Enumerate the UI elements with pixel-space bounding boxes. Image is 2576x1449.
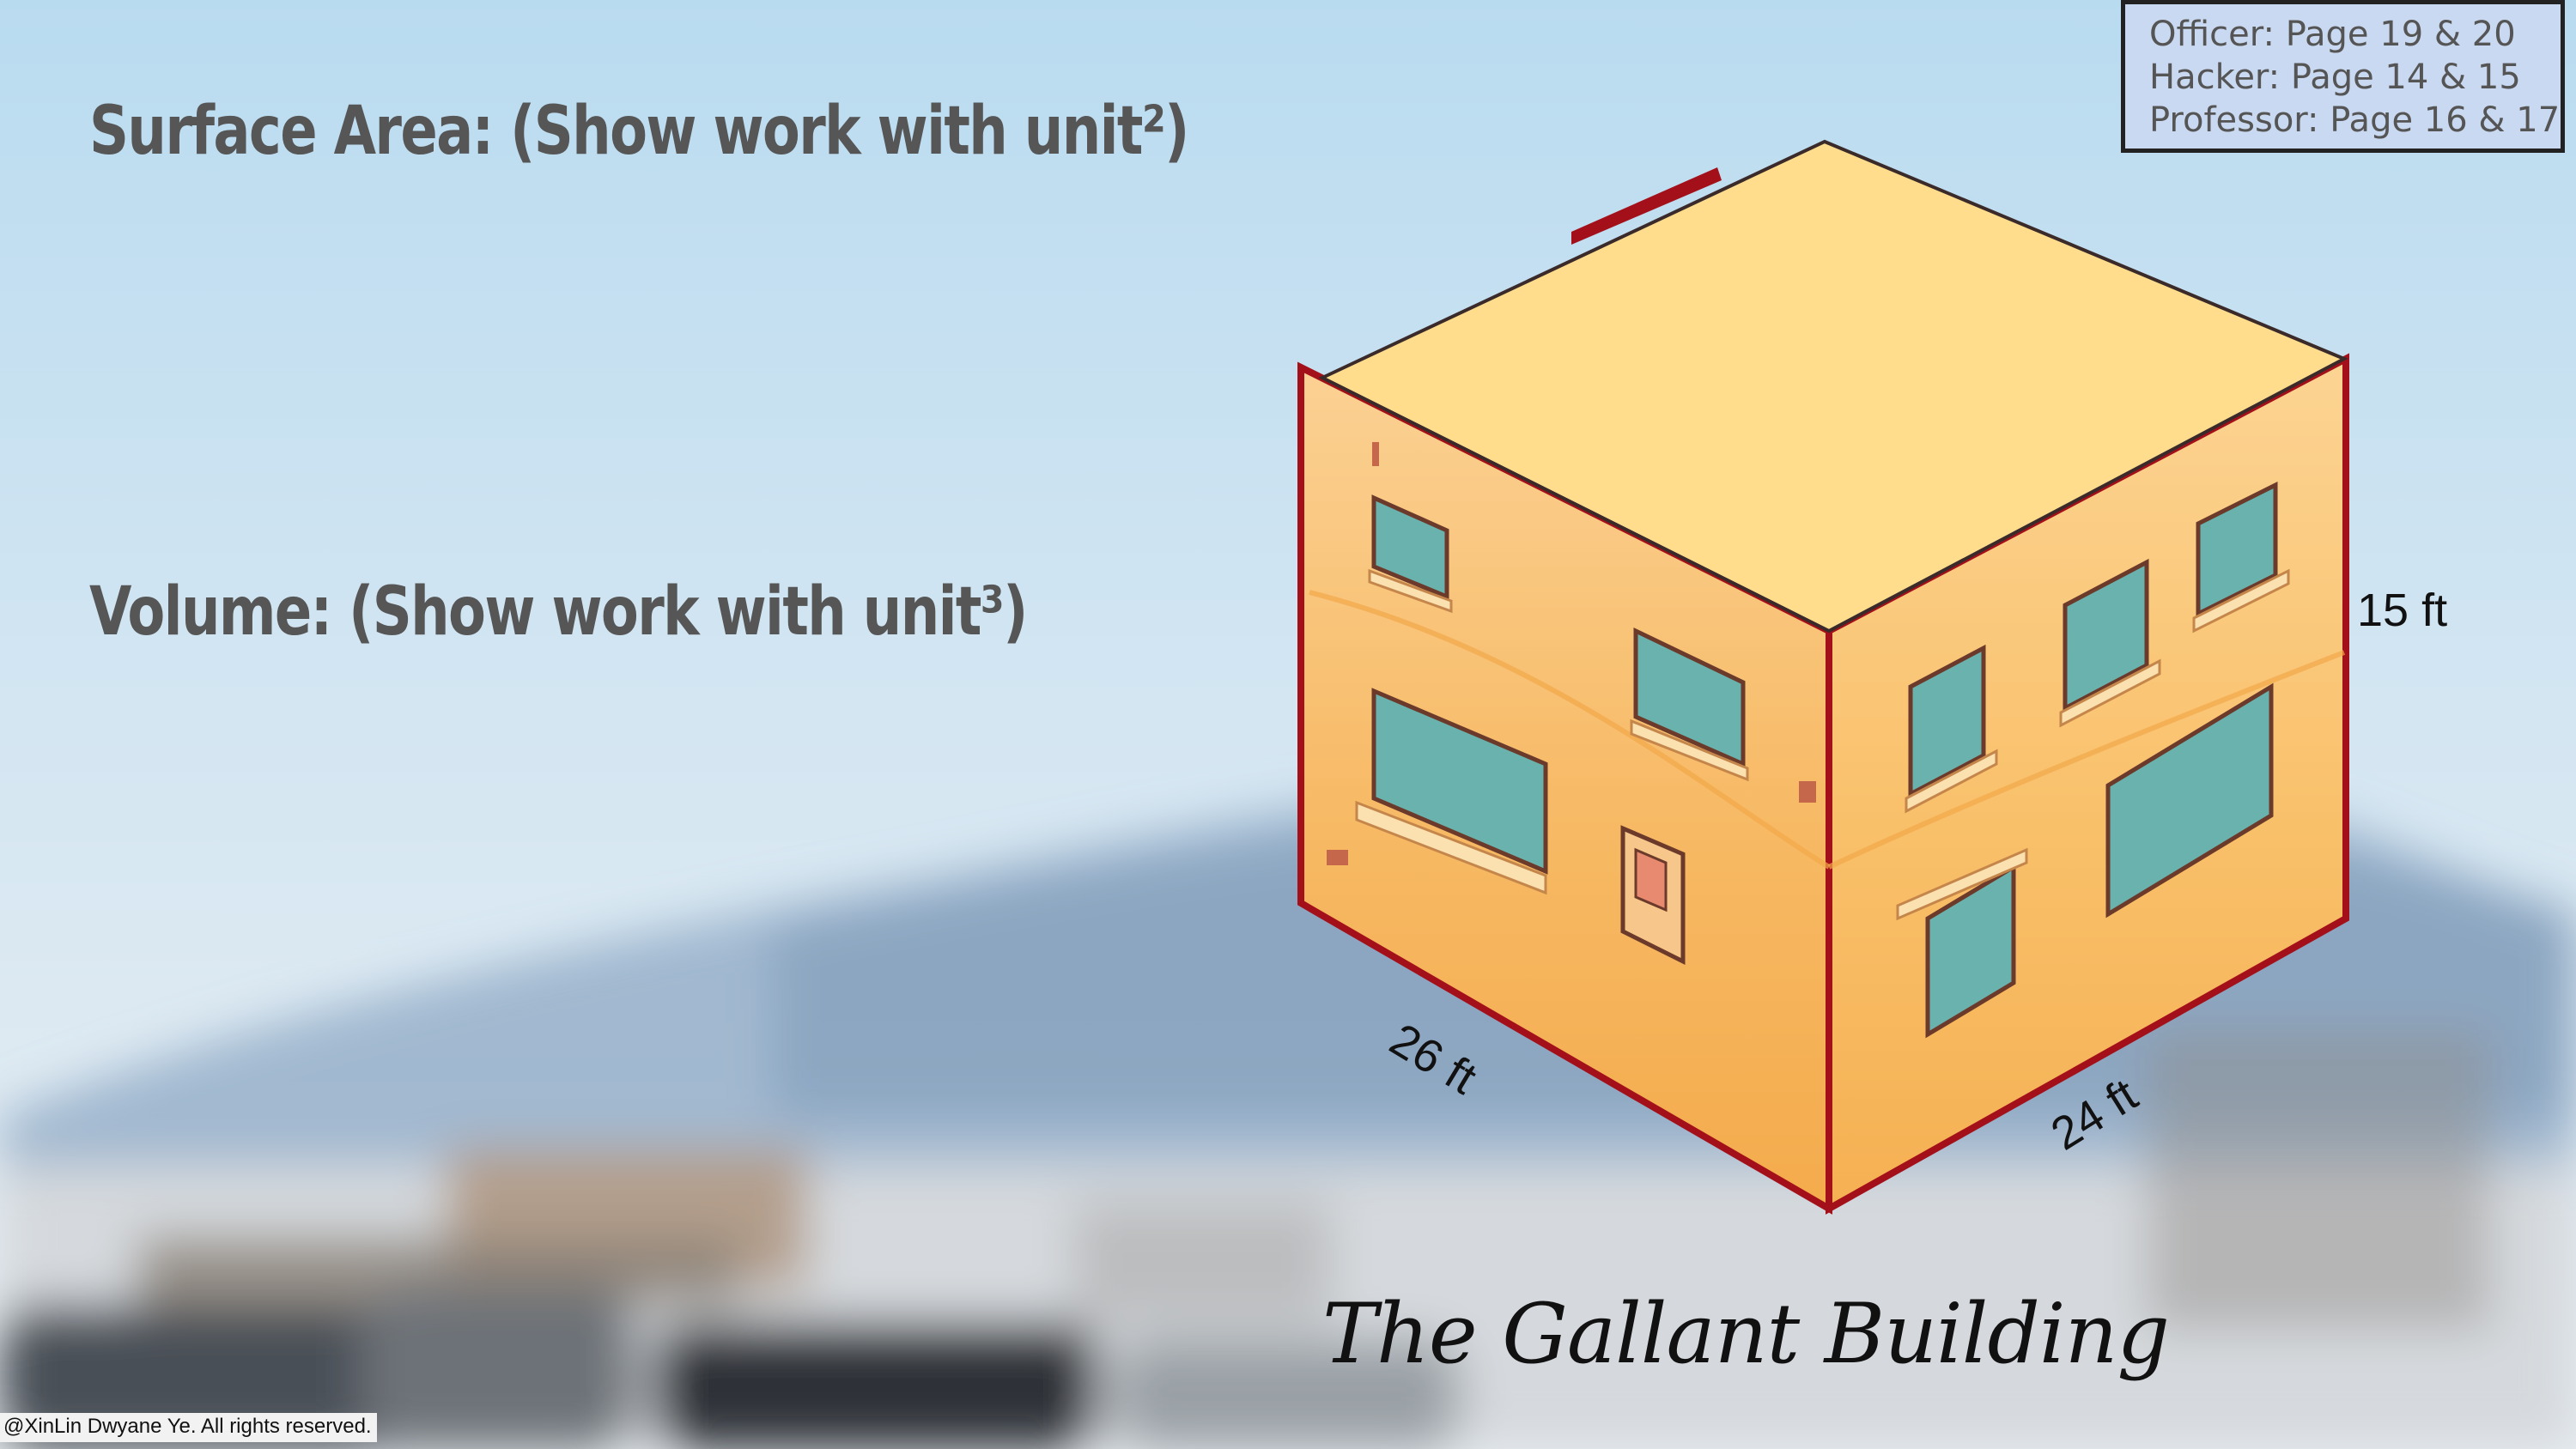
building-name: The Gallant Building [1322, 1286, 2170, 1382]
officer-page-ref: Officer: Page 19 & 20 [2149, 15, 2516, 54]
volume-heading: Volume: (Show work with unit³) [89, 573, 1028, 651]
copyright-notice: @XinLin Dwyane Ye. All rights reserved. [0, 1413, 377, 1442]
page-reference-box: Officer: Page 19 & 20 Hacker: Page 14 & … [2121, 0, 2565, 153]
professor-page-ref: Professor: Page 16 & 17 [2149, 100, 2561, 140]
hacker-page-ref: Hacker: Page 14 & 15 [2149, 58, 2521, 97]
surface-area-heading: Surface Area: (Show work with unit²) [89, 93, 1189, 170]
roof [1318, 139, 2348, 634]
height-label: 15 ft [2357, 585, 2448, 636]
